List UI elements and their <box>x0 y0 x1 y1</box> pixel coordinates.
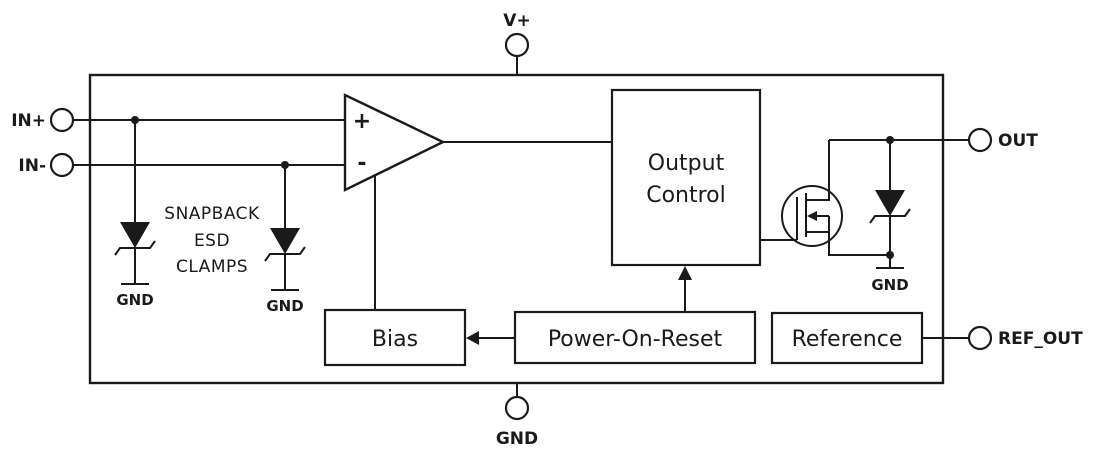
in-minus-pin-label: IN- <box>18 156 46 176</box>
vplus-pin-circle <box>504 32 530 58</box>
vplus-pin-label: V+ <box>503 11 530 31</box>
out-pin-label: OUT <box>998 131 1038 151</box>
esd-annotation: SNAPBACK ESD CLAMPS <box>164 204 260 277</box>
power-on-reset-label: Power-On-Reset <box>548 327 723 352</box>
output-clamp-diode: GND <box>869 140 911 294</box>
output-clamp-gnd-label: GND <box>871 276 908 294</box>
in-plus-pin-label: IN+ <box>11 111 46 131</box>
gnd-pin-circle <box>504 395 530 421</box>
ref-out-pin-label: REF_OUT <box>998 329 1083 349</box>
block-reference: Reference <box>770 311 924 365</box>
gnd-pin-label: GND <box>496 429 538 449</box>
output-clamp-diode-icon <box>875 190 905 216</box>
in-minus-pin-circle <box>49 152 75 178</box>
block-output-control: Output Control <box>610 88 762 267</box>
pin-gnd-bottom: GND <box>496 383 538 449</box>
arrow-por-to-bias <box>466 331 515 345</box>
reference-box <box>770 311 924 365</box>
pin-ref-out: REF_OUT <box>922 325 1083 351</box>
bias-box <box>323 308 467 367</box>
block-bias: Bias <box>323 308 467 367</box>
bias-label: Bias <box>372 327 418 352</box>
up-arrowhead-icon <box>678 266 692 280</box>
left-arrowhead-icon <box>466 331 479 345</box>
esd-clamp-2: GND <box>264 165 306 315</box>
out-pin-circle <box>967 127 993 153</box>
output-mosfet <box>760 140 890 256</box>
arrow-por-to-output-control <box>678 266 692 312</box>
esd-clamp-1-gnd-label: GND <box>116 291 153 309</box>
esd-annotation-line2: ESD <box>194 231 230 251</box>
mosfet-circle-icon <box>781 185 843 247</box>
opamp-minus-sign: - <box>357 151 366 176</box>
mosfet-source-wire <box>806 231 890 256</box>
esd-clamp-1-diode-icon <box>120 222 150 248</box>
esd-annotation-line1: SNAPBACK <box>164 204 260 224</box>
opamp-plus-sign: + <box>353 109 371 134</box>
mosfet-body-arrow-icon <box>807 211 817 221</box>
power-on-reset-box <box>513 310 757 365</box>
esd-annotation-line3: CLAMPS <box>176 257 248 277</box>
reference-label: Reference <box>792 327 903 352</box>
pin-in-plus: IN+ <box>11 107 345 133</box>
pin-vplus: V+ <box>503 11 531 75</box>
pin-in-minus: IN- <box>18 152 345 178</box>
output-control-label-line2: Control <box>646 183 726 208</box>
block-power-on-reset: Power-On-Reset <box>513 310 757 365</box>
esd-clamp-1: GND <box>114 120 156 309</box>
in-plus-pin-circle <box>49 107 75 133</box>
output-control-box <box>610 88 762 267</box>
output-control-label-line1: Output <box>648 151 725 176</box>
pin-out: OUT <box>829 127 1038 153</box>
opamp-triangle-icon <box>343 93 446 192</box>
mosfet-drain-wire <box>806 140 830 201</box>
source-junction-dot <box>886 251 894 259</box>
esd-clamp-2-diode-icon <box>270 228 300 254</box>
ref-out-pin-circle <box>967 325 993 351</box>
esd-clamp-2-gnd-label: GND <box>266 297 303 315</box>
opamp-symbol: + - <box>343 93 612 310</box>
